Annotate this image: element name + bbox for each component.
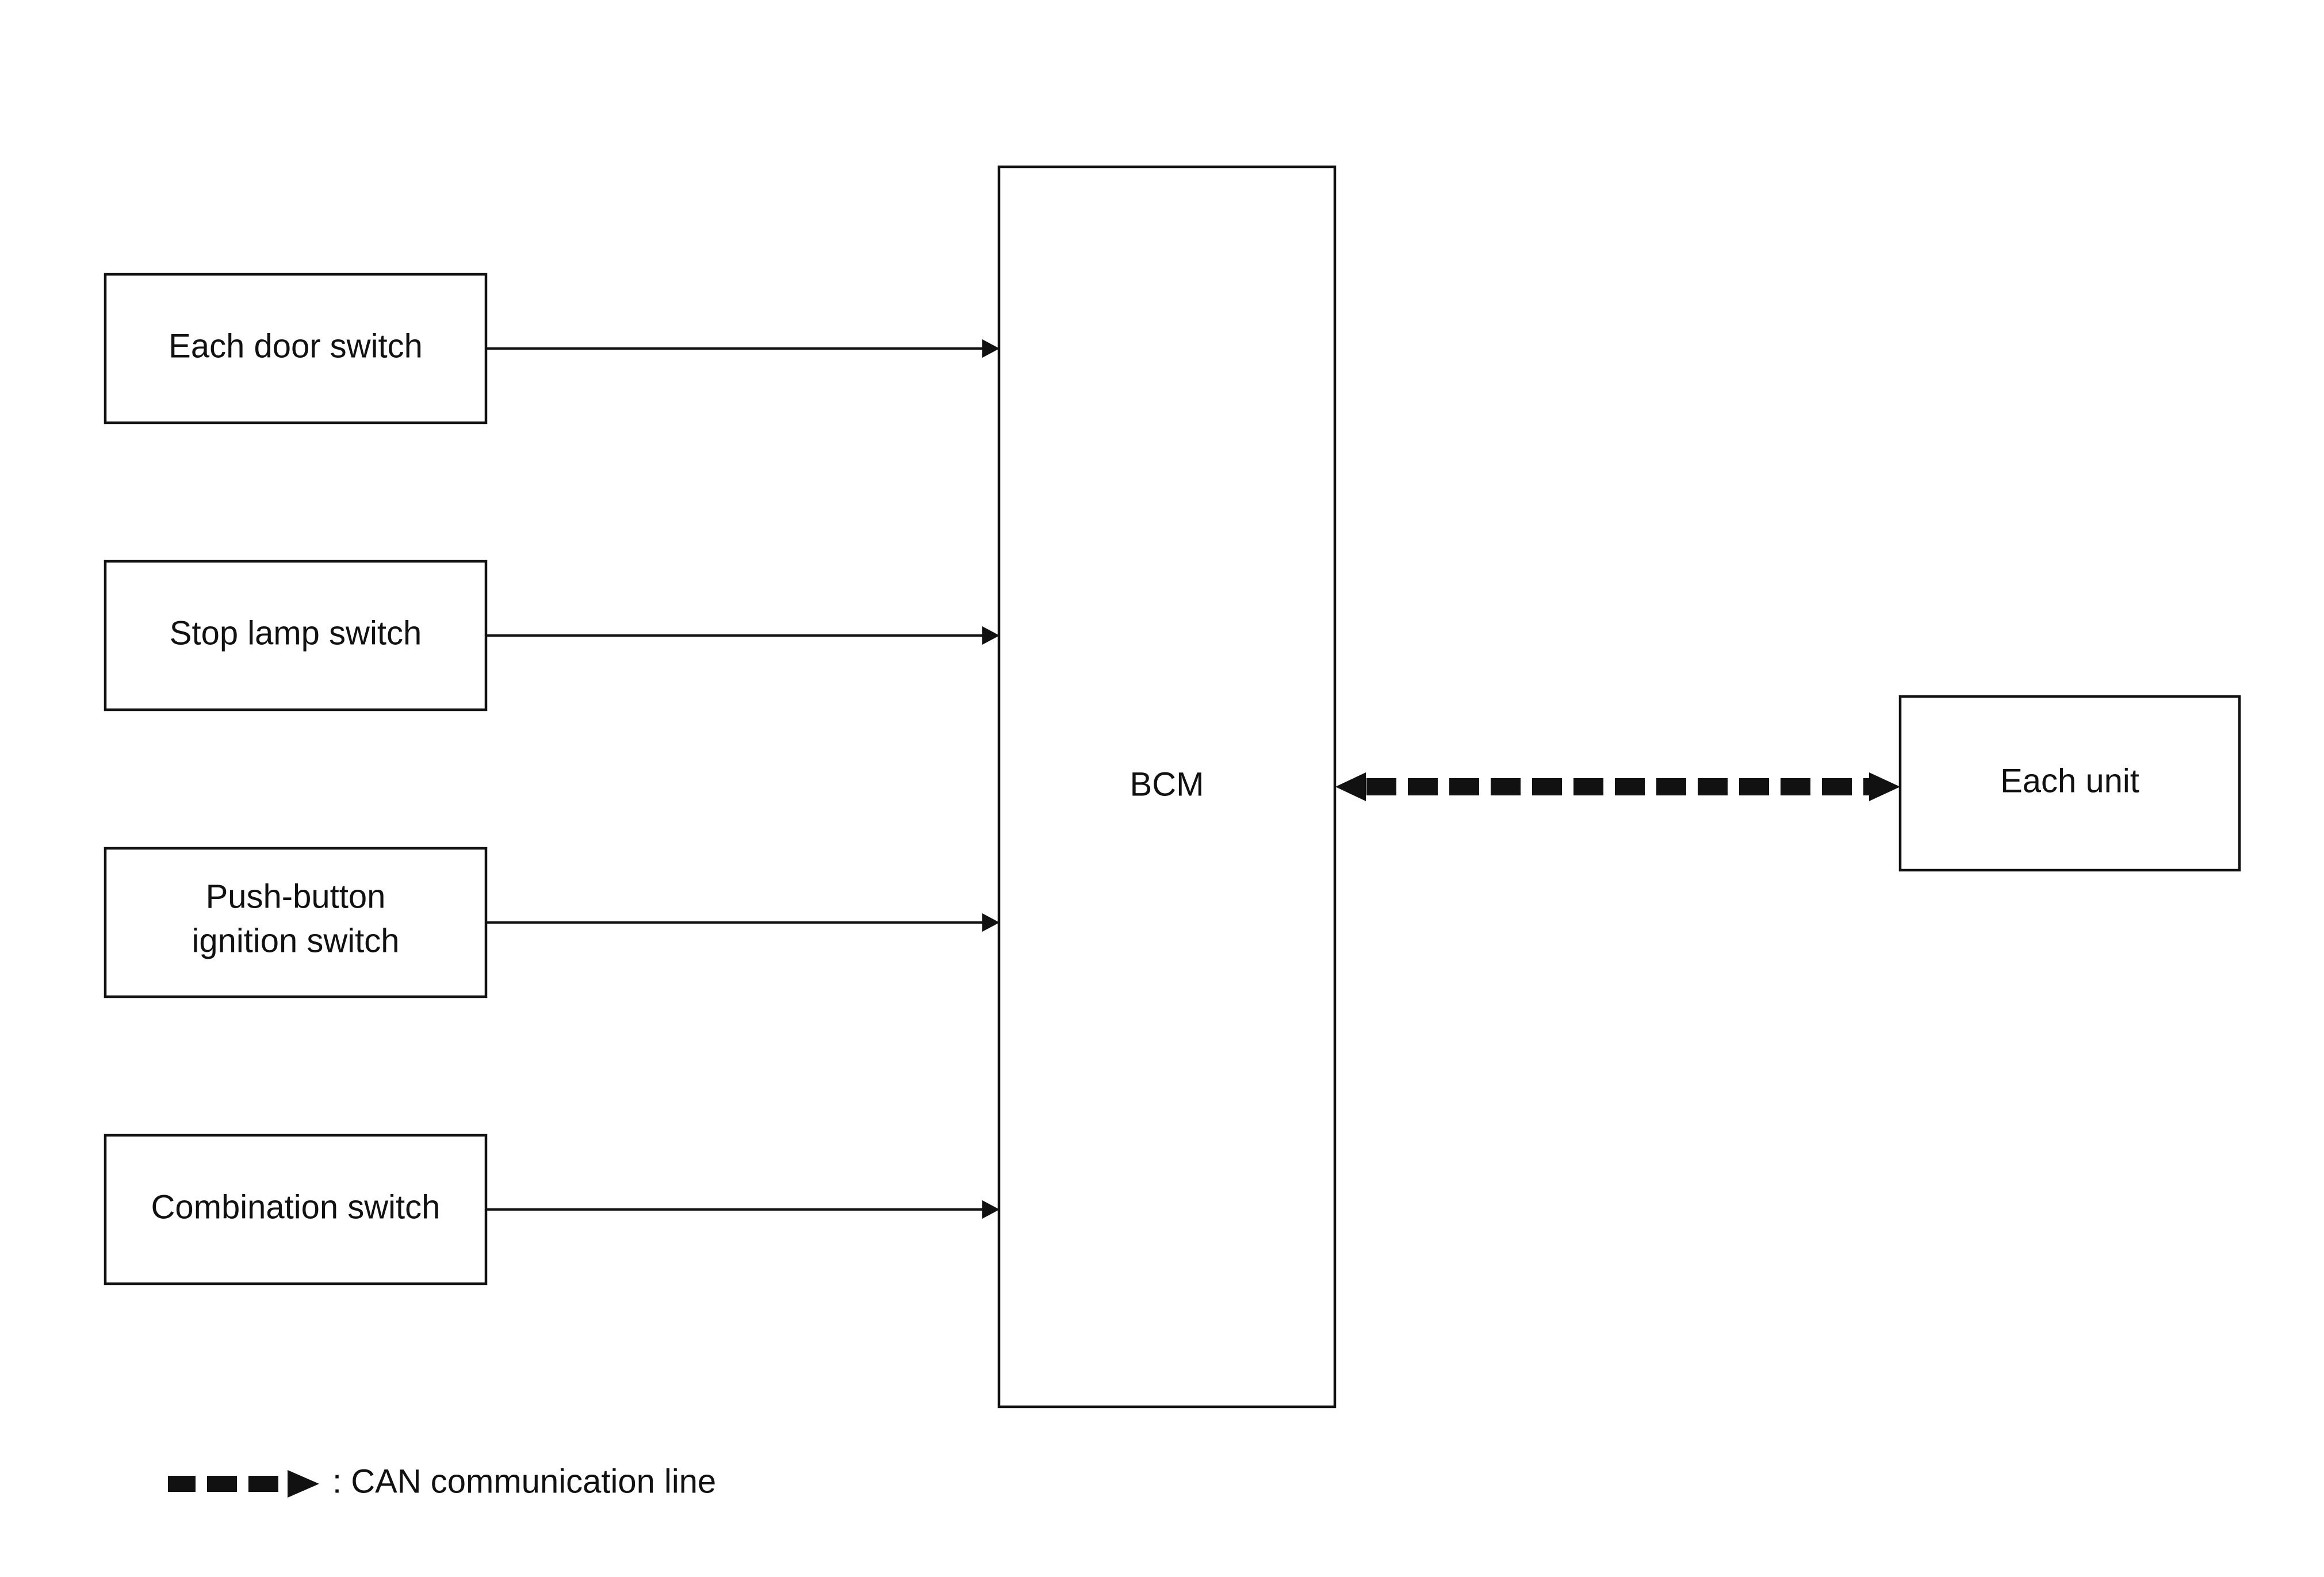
can-arrowhead-left-icon — [1335, 772, 1366, 801]
legend-arrowhead-icon — [288, 1470, 319, 1498]
bcm-box — [997, 165, 1337, 1408]
each-unit-label: Each unit — [2000, 762, 2139, 799]
combination-switch-label: Combination switch — [151, 1188, 441, 1226]
stop-lamp-switch-signal-arrow — [486, 626, 1000, 645]
push-button-ignition-switch-box — [104, 847, 488, 998]
each-door-switch-block: Each door switch — [104, 273, 488, 424]
push-button-ignition-switch-label-line1: Push-button — [206, 878, 386, 915]
legend-label: : CAN communication line — [332, 1463, 716, 1500]
arrowhead-icon — [982, 626, 1000, 645]
each-unit-block: Each unit — [1898, 695, 2241, 872]
combination-switch-box — [104, 1134, 488, 1285]
push-button-ignition-switch-label-line2: ignition switch — [192, 922, 399, 959]
each-unit-box — [1898, 695, 2241, 872]
can-line-body — [1364, 778, 1870, 795]
can-arrowhead-right-icon — [1869, 772, 1900, 801]
push-button-ignition-switch-signal-arrow — [486, 913, 1000, 932]
arrowhead-icon — [982, 1200, 1000, 1219]
bcm-label: BCM — [1130, 765, 1204, 803]
each-door-switch-signal-arrow — [486, 339, 1000, 358]
stop-lamp-switch-block: Stop lamp switch — [104, 560, 488, 711]
each-door-switch-label: Each door switch — [169, 327, 423, 365]
can-communication-line — [1335, 772, 1900, 801]
each-door-switch-box — [104, 273, 488, 424]
arrowhead-icon — [982, 339, 1000, 358]
stop-lamp-switch-box — [104, 560, 488, 711]
push-button-ignition-switch-block: Push-button ignition switch — [104, 847, 488, 998]
legend: : CAN communication line — [168, 1463, 716, 1500]
legend-can-line-sample — [168, 1476, 289, 1492]
combination-switch-block: Combination switch — [104, 1134, 488, 1285]
combination-switch-signal-arrow — [486, 1200, 1000, 1219]
arrowhead-icon — [982, 913, 1000, 932]
stop-lamp-switch-label: Stop lamp switch — [170, 614, 422, 652]
bcm-block: BCM — [997, 165, 1337, 1408]
